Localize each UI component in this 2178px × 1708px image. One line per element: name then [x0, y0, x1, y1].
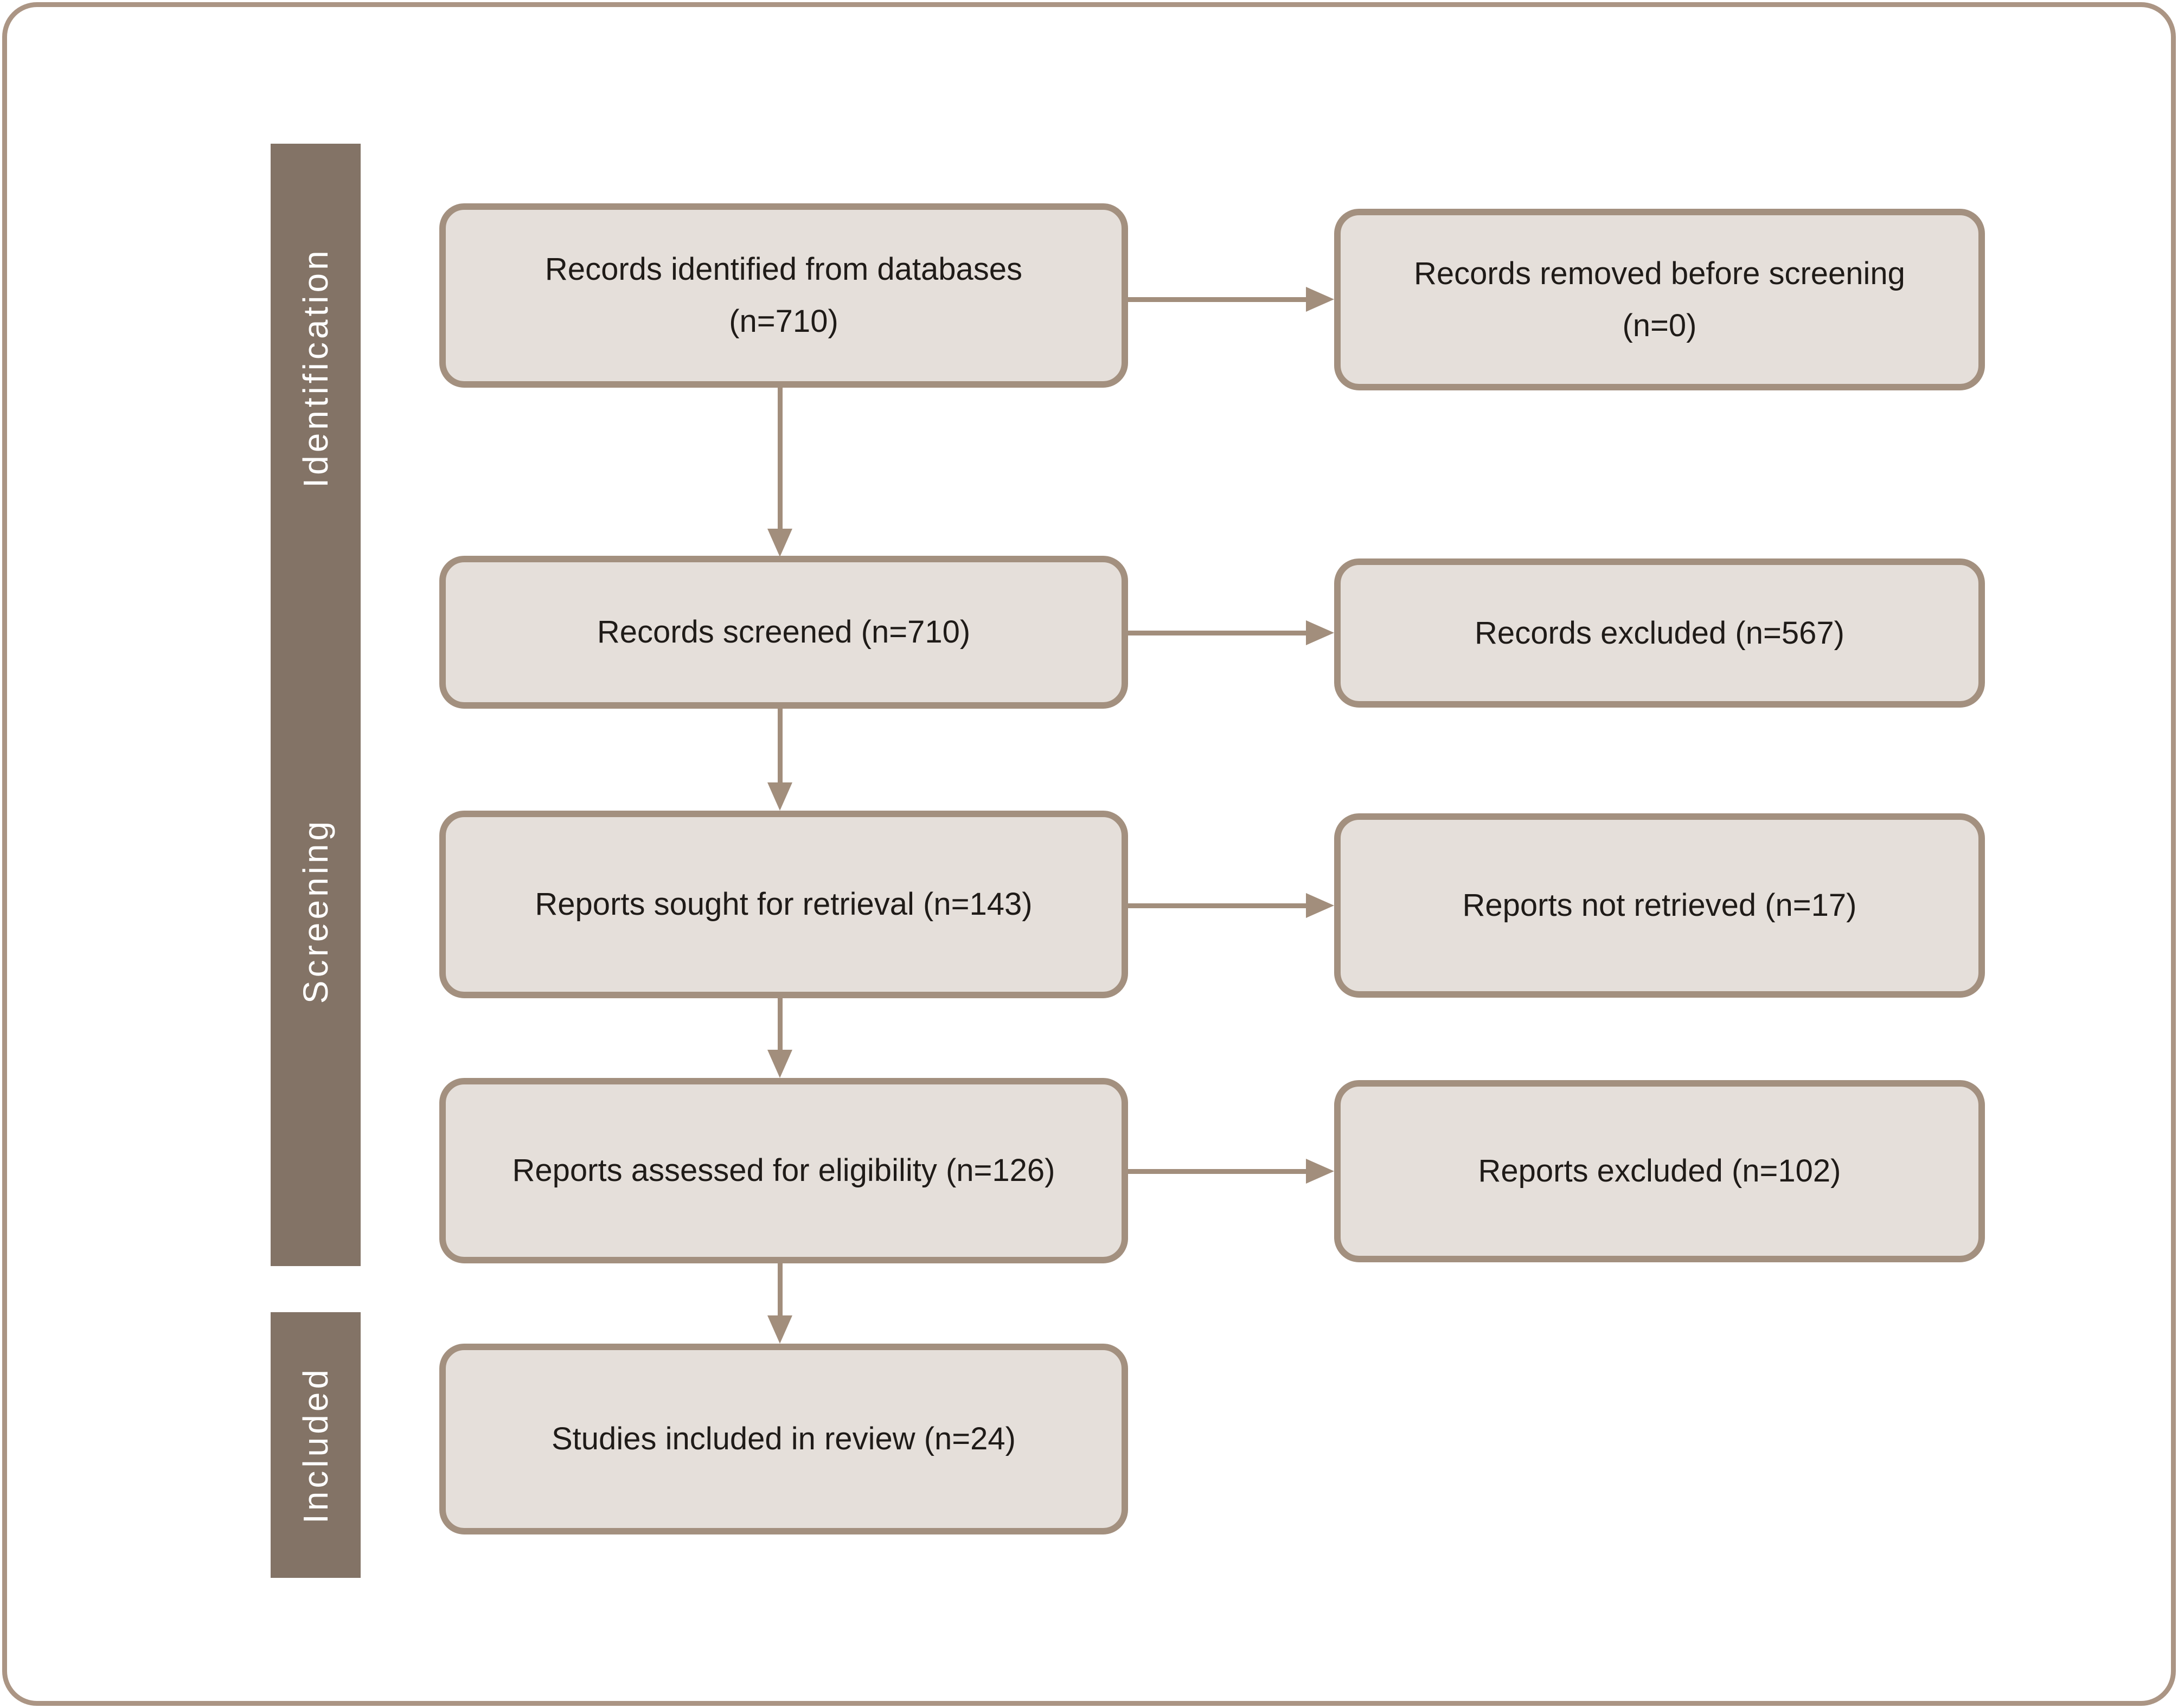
arrow-assessed-to-included-line	[778, 1263, 783, 1315]
box-text-line: Reports assessed for eligibility (n=126)	[512, 1153, 1055, 1188]
arrow-screened-to-excluded-line	[1128, 631, 1306, 635]
stage-label-screening: Screening	[296, 818, 335, 1004]
box-reports-excluded: Reports excluded (n=102)	[1334, 1080, 1985, 1262]
box-text-line: Records identified from databases	[544, 252, 1023, 287]
arrow-assessed-to-included-head-icon	[767, 1315, 792, 1344]
box-text-line: Records excluded (n=567)	[1475, 615, 1844, 651]
arrow-identified-to-screened-head-icon	[767, 529, 792, 557]
box-reports-assessed: Reports assessed for eligibility (n=126)	[439, 1078, 1128, 1263]
box-text-line: (n=710)	[729, 304, 838, 339]
arrow-screened-to-sought-line	[778, 709, 783, 782]
box-text-line: Reports excluded (n=102)	[1478, 1153, 1841, 1189]
box-text-line: Records removed before screening	[1414, 255, 1905, 291]
arrow-sought-to-notretrieved-head-icon	[1306, 893, 1334, 918]
box-records-excluded: Records excluded (n=567)	[1334, 558, 1985, 708]
arrow-assessed-to-excluded-line	[1128, 1169, 1306, 1174]
box-records-removed: Records removed before screening (n=0)	[1334, 209, 1985, 390]
stage-label-identification: Identification	[296, 247, 335, 488]
arrow-sought-to-notretrieved-line	[1128, 903, 1306, 908]
box-text-line: Reports sought for retrieval (n=143)	[535, 887, 1033, 922]
box-text-line: (n=0)	[1622, 307, 1697, 343]
box-text-line: Records screened (n=710)	[597, 614, 971, 650]
box-reports-not-retrieved: Reports not retrieved (n=17)	[1334, 813, 1985, 998]
arrow-identified-to-removed-head-icon	[1306, 287, 1334, 312]
box-text-line: Reports not retrieved (n=17)	[1462, 888, 1857, 923]
arrow-sought-to-assessed-head-icon	[767, 1050, 792, 1078]
arrow-assessed-to-excluded-head-icon	[1306, 1159, 1334, 1184]
arrow-screened-to-sought-head-icon	[767, 782, 792, 811]
arrow-sought-to-assessed-line	[778, 998, 783, 1050]
box-text-line: Studies included in review (n=24)	[552, 1421, 1016, 1456]
box-records-screened: Records screened (n=710)	[439, 556, 1128, 709]
stage-bar-screening: Screening	[271, 556, 361, 1266]
box-studies-included: Studies included in review (n=24)	[439, 1344, 1128, 1534]
stage-bar-identification: Identification	[271, 144, 361, 591]
stage-label-included: Included	[296, 1366, 335, 1524]
arrow-identified-to-removed-line	[1128, 297, 1306, 302]
arrow-identified-to-screened-line	[778, 388, 783, 529]
box-records-identified: Records identified from databases (n=710…	[439, 203, 1128, 388]
box-reports-sought: Reports sought for retrieval (n=143)	[439, 811, 1128, 998]
stage-bar-included: Included	[271, 1312, 361, 1578]
arrow-screened-to-excluded-head-icon	[1306, 620, 1334, 645]
